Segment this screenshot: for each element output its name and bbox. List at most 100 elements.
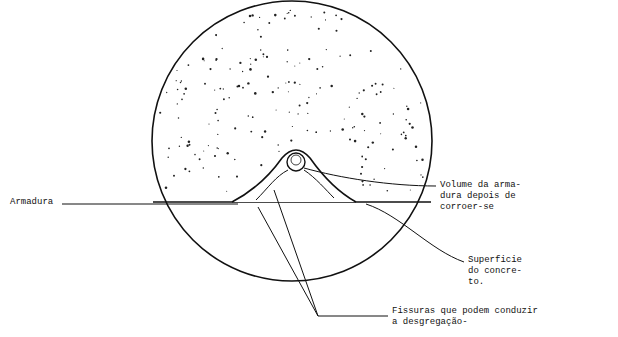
aggregate-dot xyxy=(339,56,340,57)
aggregate-dot xyxy=(315,131,317,133)
aggregate-dot xyxy=(227,152,229,154)
aggregate-dot xyxy=(361,156,363,158)
aggregate-dot xyxy=(407,108,410,111)
aggregate-dot xyxy=(319,87,321,89)
aggregate-dot xyxy=(384,168,385,169)
aggregate-dot xyxy=(354,140,357,143)
aggregate-dot xyxy=(189,170,191,172)
aggregate-dot xyxy=(168,147,170,149)
aggregate-dot xyxy=(250,64,251,65)
aggregate-dot xyxy=(184,168,186,170)
aggregate-dot xyxy=(421,158,423,160)
aggregate-dot xyxy=(288,91,289,92)
part-label: Armadura xyxy=(10,197,62,208)
aggregate-dot xyxy=(386,190,388,192)
aggregate-dot xyxy=(403,132,405,134)
aggregate-dot xyxy=(236,176,238,178)
aggregate-dot xyxy=(181,137,182,138)
aggregate-dot xyxy=(188,141,191,144)
aggregate-dot xyxy=(373,179,374,180)
aggregate-dot xyxy=(261,136,263,138)
aggregate-dot xyxy=(393,113,394,114)
aggregate-dot xyxy=(277,87,278,88)
aggregate-dot xyxy=(277,144,279,146)
aggregate-dot xyxy=(223,98,225,100)
aggregate-dot xyxy=(290,139,292,141)
aggregate-dot xyxy=(316,93,317,94)
aggregate-dot xyxy=(251,14,253,16)
aggregate-dot xyxy=(223,88,224,89)
rebar-core xyxy=(291,155,301,165)
aggregate-dot xyxy=(367,146,369,148)
aggregate-dot xyxy=(323,12,325,14)
aggregate-dot xyxy=(365,158,367,160)
aggregate-dot xyxy=(287,61,288,62)
aggregate-dot xyxy=(294,66,295,67)
aggregate-dot xyxy=(288,12,290,14)
aggregate-dot xyxy=(363,89,365,91)
aggregate-dot xyxy=(380,91,382,93)
aggregate-dot xyxy=(247,82,249,84)
aggregate-dot xyxy=(250,58,251,59)
aggregate-dot xyxy=(287,13,288,14)
aggregate-dot xyxy=(415,146,418,149)
aggregate-dot xyxy=(369,184,371,186)
aggregate-dot xyxy=(276,109,277,110)
aggregate-dot xyxy=(422,176,424,178)
part-label: Volume da arma- dura depois de corroer-s… xyxy=(440,180,532,213)
aggregate-dot xyxy=(257,29,259,31)
aggregate-dot xyxy=(208,145,209,146)
aggregate-dot xyxy=(416,160,418,162)
aggregate-dot xyxy=(299,84,300,85)
aggregate-dot xyxy=(287,49,289,51)
rebar xyxy=(287,153,305,171)
aggregate-dot xyxy=(335,14,337,16)
aggregate-dot xyxy=(165,187,168,190)
aggregate-dot xyxy=(364,130,365,131)
aggregate-dot xyxy=(194,154,196,156)
aggregate-dot xyxy=(340,18,342,20)
aggregate-dot xyxy=(243,22,245,24)
aggregate-dot xyxy=(353,126,355,128)
aggregate-dot xyxy=(209,68,211,70)
aggregate-dot xyxy=(335,30,337,32)
aggregate-dot xyxy=(330,85,332,87)
aggregate-dot xyxy=(411,126,414,129)
aggregate-dot xyxy=(356,98,357,99)
aggregate-dot xyxy=(238,85,240,87)
aggregate-dot xyxy=(214,155,216,157)
aggregate-dot xyxy=(299,104,301,106)
aggregate-dot xyxy=(405,137,407,139)
aggregate-dot xyxy=(316,68,318,70)
aggregate-dot xyxy=(252,116,254,118)
aggregate-dot xyxy=(216,147,217,148)
aggregate-dot xyxy=(216,109,218,111)
aggregate-dot xyxy=(292,126,293,127)
leader-line xyxy=(274,190,318,316)
aggregate-dot xyxy=(166,92,167,93)
aggregate-dot xyxy=(249,15,251,17)
aggregate-dot xyxy=(308,97,309,98)
aggregate-dot xyxy=(181,98,183,100)
aggregate-dot xyxy=(203,150,204,151)
magnified-circle xyxy=(152,1,432,281)
aggregate-dot xyxy=(294,82,296,84)
aggregate-dot xyxy=(260,36,262,38)
aggregate-dot xyxy=(362,184,364,186)
aggregate-dot xyxy=(306,102,308,104)
aggregate-dot xyxy=(188,64,190,66)
aggregate-dot xyxy=(199,158,201,160)
aggregate-dot xyxy=(290,10,291,11)
aggregate-dot xyxy=(349,54,351,56)
aggregate-dot xyxy=(326,49,327,50)
aggregate-dot xyxy=(177,103,178,104)
aggregate-dot xyxy=(307,113,308,114)
aggregate-dot xyxy=(217,134,218,135)
aggregate-dot xyxy=(405,119,407,121)
aggregate-dot xyxy=(409,123,411,125)
aggregate-dot xyxy=(242,87,244,89)
aggregate-dot xyxy=(278,151,279,152)
aggregate-dot xyxy=(218,176,220,178)
